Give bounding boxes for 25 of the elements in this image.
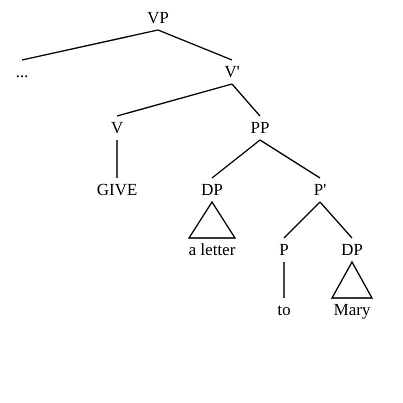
- tree-branch: [116, 83, 232, 117]
- tree-node-label: VP: [147, 8, 169, 28]
- tree-node-label: V': [224, 62, 240, 82]
- triangle-edge: [330, 260, 374, 299]
- tree-branch: [231, 84, 261, 116]
- tree-branch: [116, 140, 118, 178]
- tree-branch: [283, 262, 285, 298]
- tree-node-label: DP: [201, 180, 223, 200]
- tree-node-label: P: [279, 240, 289, 260]
- tree-node-label: DP: [341, 240, 363, 260]
- tree-branch: [22, 29, 158, 61]
- tree-node-label: GIVE: [96, 180, 138, 200]
- triangle-edge: [188, 200, 236, 239]
- tree-node-label: V: [110, 118, 124, 138]
- tree-node-label: ...: [16, 62, 28, 82]
- tree-branch: [158, 29, 232, 61]
- tree-node-label: PP: [250, 118, 270, 138]
- tree-branch: [260, 139, 320, 179]
- tree-branch: [212, 139, 260, 179]
- tree-branch: [319, 202, 353, 238]
- tree-node-label: Mary: [334, 300, 370, 320]
- tree-node-label: a letter: [188, 240, 236, 260]
- tree-branch: [284, 202, 320, 238]
- tree-node-label: P': [314, 180, 326, 200]
- tree-node-label: to: [277, 300, 291, 320]
